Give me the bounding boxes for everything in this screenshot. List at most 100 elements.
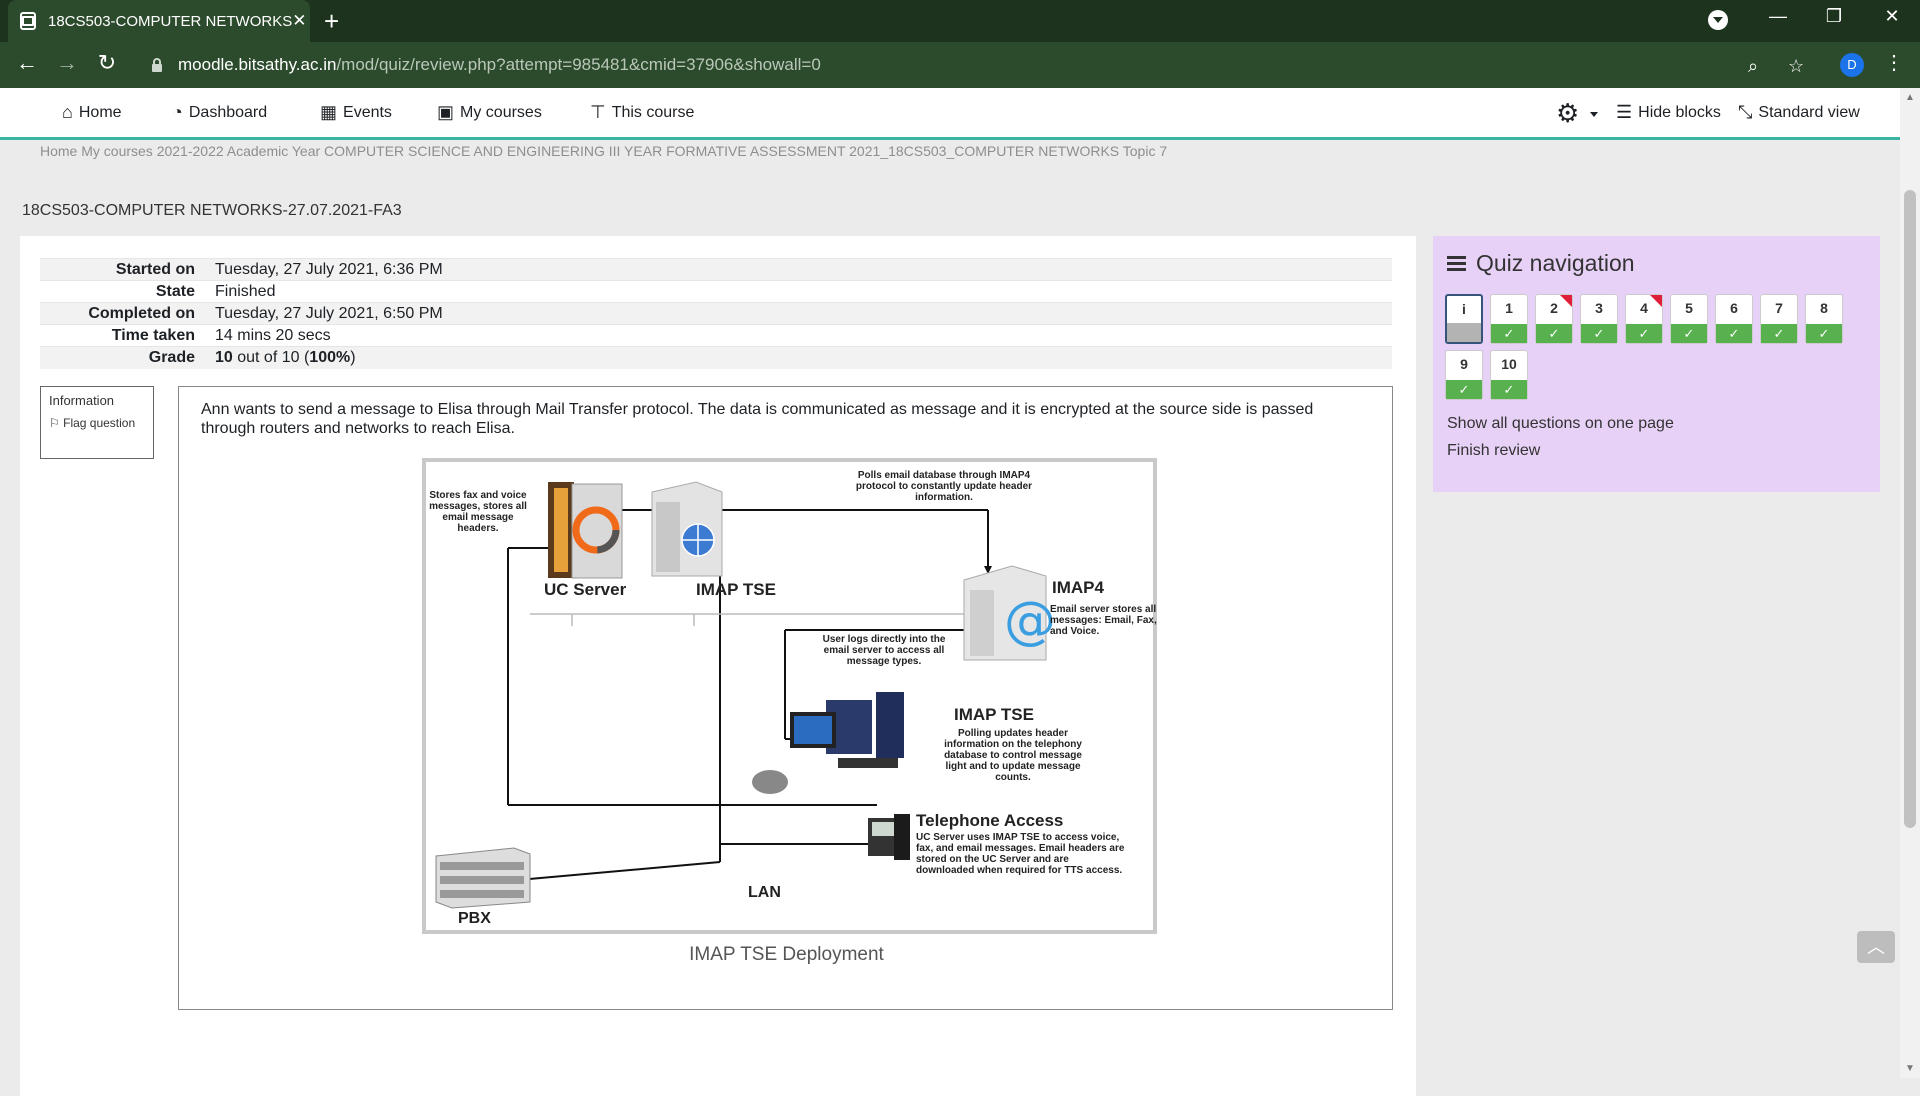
browser-tabbar: 18CS503-COMPUTER NETWORKS ✕ + — ❐ ✕ bbox=[0, 0, 1920, 42]
question-content: Ann wants to send a message to Elisa thr… bbox=[178, 386, 1393, 1010]
nav-home[interactable]: ⌂Home bbox=[62, 102, 122, 122]
quiz-nav-button-7[interactable]: 7✓ bbox=[1760, 294, 1798, 344]
flag-question-button[interactable]: ⚐ Flag question bbox=[49, 416, 136, 430]
quiz-nav-button-6[interactable]: 6✓ bbox=[1715, 294, 1753, 344]
zoom-icon[interactable]: ⌕ bbox=[1748, 56, 1759, 76]
flag-marker-icon bbox=[1560, 295, 1572, 307]
pbx-icon bbox=[435, 847, 531, 909]
restore-icon[interactable]: ❐ bbox=[1825, 6, 1843, 26]
check-icon: ✓ bbox=[1806, 324, 1842, 343]
moodle-favicon-icon bbox=[20, 12, 36, 30]
nav-my-courses[interactable]: ▣My courses bbox=[437, 102, 542, 122]
home-icon: ⌂ bbox=[62, 102, 73, 122]
check-icon: ✓ bbox=[1581, 324, 1617, 343]
quiz-nav-button-2[interactable]: 2✓ bbox=[1535, 294, 1573, 344]
moodle-navbar: ⌂Home ◔Dashboard ▦Events ▣My courses ⊤Th… bbox=[0, 88, 1900, 140]
minimize-icon[interactable]: — bbox=[1769, 6, 1787, 26]
tab-search-icon[interactable] bbox=[1708, 10, 1728, 30]
nav-dashboard[interactable]: ◔Dashboard bbox=[172, 102, 268, 122]
breadcrumb-path[interactable]: Home My courses 2021-2022 Academic Year … bbox=[40, 143, 1168, 159]
quiz-nav-button-5[interactable]: 5✓ bbox=[1670, 294, 1708, 344]
close-window-icon[interactable]: ✕ bbox=[1884, 6, 1900, 26]
browser-menu-icon[interactable]: ⋮ bbox=[1884, 52, 1904, 74]
workstation-icon bbox=[752, 692, 904, 794]
new-tab-icon[interactable]: + bbox=[324, 6, 340, 36]
diagram-note-uc: Stores fax and voice messages, stores al… bbox=[429, 490, 527, 534]
page-title: 18CS503-COMPUTER NETWORKS-27.07.2021-FA3 bbox=[22, 202, 402, 219]
diagram-label-pbx: PBX bbox=[458, 910, 491, 927]
url-path: /mod/quiz/review.php?attempt=985481&cmid… bbox=[336, 55, 821, 74]
quiz-navigation-block: Quiz navigation i 1✓ 2✓ 3✓ 4✓ 5✓ 6✓ 7✓ 8… bbox=[1433, 236, 1880, 492]
check-icon: ✓ bbox=[1446, 380, 1482, 399]
check-icon: ✓ bbox=[1671, 324, 1707, 343]
check-icon: ✓ bbox=[1626, 324, 1662, 343]
diagram-label-imap4: IMAP4 bbox=[1052, 578, 1104, 597]
chevron-down-icon[interactable] bbox=[1590, 112, 1598, 117]
nav-events[interactable]: ▦Events bbox=[320, 102, 392, 122]
quiz-nav-button-4[interactable]: 4✓ bbox=[1625, 294, 1663, 344]
info-title: Information bbox=[49, 393, 115, 408]
check-icon: ✓ bbox=[1761, 324, 1797, 343]
page-scrollbar[interactable]: ▲ ▼ bbox=[1900, 88, 1920, 1078]
imap4-server-icon: @ bbox=[963, 565, 1056, 661]
quiz-nav-button-8[interactable]: 8✓ bbox=[1805, 294, 1843, 344]
imap-tse-server-icon bbox=[651, 481, 723, 577]
question-text: Ann wants to send a message to Elisa thr… bbox=[201, 401, 1314, 437]
list-icon: ☰ bbox=[1616, 102, 1633, 122]
forward-icon[interactable]: → bbox=[56, 50, 78, 75]
address-bar: ← → ↻ moodle.bitsathy.ac.in/mod/quiz/rev… bbox=[0, 42, 1920, 88]
quiz-nav-button-info[interactable]: i bbox=[1445, 294, 1483, 344]
moodle-page: ⌂Home ◔Dashboard ▦Events ▣My courses ⊤Th… bbox=[0, 88, 1900, 1096]
back-icon[interactable]: ← bbox=[16, 50, 38, 75]
imap-tse-diagram: @ bbox=[422, 458, 1157, 934]
nav-this-course[interactable]: ⊤This course bbox=[590, 102, 695, 122]
diagram-label-imap-tse: IMAP TSE bbox=[696, 580, 776, 599]
dashboard-icon: ◔ bbox=[172, 102, 183, 122]
browser-tab[interactable]: 18CS503-COMPUTER NETWORKS ✕ bbox=[8, 0, 310, 42]
scroll-thumb[interactable] bbox=[1904, 190, 1916, 828]
url-field[interactable]: moodle.bitsathy.ac.in/mod/quiz/review.ph… bbox=[138, 48, 1810, 82]
uc-server-icon bbox=[548, 482, 623, 579]
reload-icon[interactable]: ↻ bbox=[97, 50, 117, 75]
quiz-nav-button-3[interactable]: 3✓ bbox=[1580, 294, 1618, 344]
quiz-nav-button-10[interactable]: 10✓ bbox=[1490, 350, 1528, 400]
scroll-up-icon[interactable]: ▲ bbox=[1905, 92, 1915, 103]
question-info-box: Information ⚐ Flag question bbox=[40, 386, 154, 459]
quiz-nav-button-1[interactable]: 1✓ bbox=[1490, 294, 1528, 344]
gear-icon[interactable]: ⚙ bbox=[1556, 98, 1580, 128]
finish-review-link[interactable]: Finish review bbox=[1447, 442, 1541, 459]
tab-title: 18CS503-COMPUTER NETWORKS bbox=[48, 12, 293, 30]
flag-marker-icon bbox=[1650, 295, 1662, 307]
lock-icon bbox=[152, 58, 162, 72]
sitemap-icon: ⊤ bbox=[590, 102, 606, 122]
briefcase-icon: ▣ bbox=[437, 102, 455, 122]
hide-blocks-button[interactable]: ☰Hide blocks bbox=[1616, 102, 1721, 122]
diagram-label-imap-tse-2: IMAP TSE bbox=[954, 705, 1034, 724]
quiz-nav-button-9[interactable]: 9✓ bbox=[1445, 350, 1483, 400]
standard-view-button[interactable]: ⤡Standard view bbox=[1738, 102, 1860, 122]
check-icon: ✓ bbox=[1536, 324, 1572, 343]
url-domain: moodle.bitsathy.ac.in bbox=[178, 55, 337, 74]
svg-text:@: @ bbox=[1004, 591, 1056, 651]
diagram-note-imap4: Email server stores all messages: Email,… bbox=[1050, 604, 1157, 637]
quiz-navigation-title: Quiz navigation bbox=[1476, 250, 1635, 276]
diagram-lines: @ bbox=[435, 481, 1056, 909]
profile-avatar[interactable]: D bbox=[1840, 53, 1864, 77]
check-icon: ✓ bbox=[1491, 324, 1527, 343]
breadcrumb: Home My courses 2021-2022 Academic Year … bbox=[20, 143, 1860, 229]
back-to-top-button[interactable]: ︿ bbox=[1857, 931, 1895, 963]
close-tab-icon[interactable]: ✕ bbox=[292, 11, 307, 30]
show-all-questions-link[interactable]: Show all questions on one page bbox=[1447, 415, 1674, 432]
telephone-icon bbox=[868, 814, 910, 860]
calendar-icon: ▦ bbox=[320, 102, 338, 122]
figure-caption: IMAP TSE Deployment bbox=[689, 944, 884, 965]
scroll-down-icon[interactable]: ▼ bbox=[1905, 1063, 1915, 1074]
bookmark-star-icon[interactable]: ☆ bbox=[1788, 56, 1805, 76]
diagram-note-telephone: UC Server uses IMAP TSE to access voice,… bbox=[916, 832, 1125, 876]
check-icon: ✓ bbox=[1716, 324, 1752, 343]
